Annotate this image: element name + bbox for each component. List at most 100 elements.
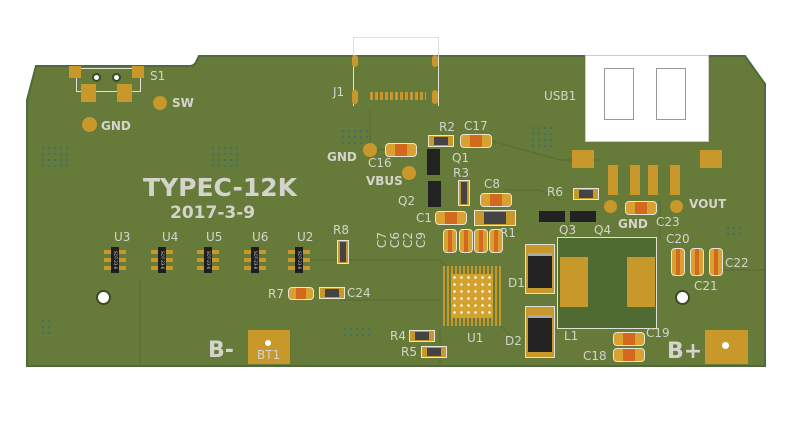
- label-gnd: GND: [618, 217, 648, 231]
- ic-u6: SOT-23-6: [244, 247, 266, 273]
- pad: [670, 165, 680, 195]
- label-c17: C17: [464, 119, 488, 133]
- capacitor-c16: [385, 143, 417, 157]
- diode-d2: [525, 306, 555, 358]
- capacitor-c18: [613, 348, 645, 362]
- resistor-r5: [421, 346, 447, 358]
- pad: [700, 150, 722, 168]
- label-u1: U1: [467, 331, 484, 345]
- pad: [432, 55, 438, 67]
- usb-c-pins: [370, 92, 426, 100]
- capacitor-c1: [435, 211, 467, 225]
- via-array: [725, 225, 745, 235]
- label-u3: U3: [114, 230, 131, 244]
- capacitor-c24: [319, 287, 345, 299]
- chip-marking: SOT-23-6: [295, 247, 303, 273]
- resistor-r8: [337, 240, 349, 264]
- label-c21: C21: [694, 279, 718, 293]
- pad: [81, 84, 96, 102]
- capacitor-c23: [625, 201, 657, 215]
- capacitor-c19: [613, 332, 645, 346]
- label-s1: S1: [150, 69, 166, 83]
- mounting-hole: [675, 290, 690, 305]
- label-vout: VOUT: [689, 197, 727, 211]
- label-c16: C16: [368, 156, 392, 170]
- board-date: 2017-3-9: [170, 203, 256, 223]
- test-pad-gnd: [363, 143, 377, 157]
- board-title: TYPEC-12K: [143, 173, 298, 202]
- resistor-r3: [458, 180, 470, 206]
- label-d2: D2: [505, 334, 522, 348]
- resistor-r1: [474, 210, 516, 226]
- transistor-q4: [570, 211, 596, 222]
- mounting-hole: [96, 290, 111, 305]
- label-r6: R6: [547, 185, 563, 199]
- switch-s1-outline: [76, 68, 141, 92]
- usb-c-connector-j1: [353, 37, 439, 106]
- label-c24: C24: [347, 286, 371, 300]
- pad: [630, 165, 640, 195]
- label-r4: R4: [390, 329, 406, 343]
- battery-pad-bt1: BT1: [248, 330, 290, 364]
- inductor-l1: [557, 237, 657, 329]
- label-c18: C18: [583, 349, 607, 363]
- label-sw: SW: [172, 96, 194, 110]
- resistor-r7: [288, 287, 314, 300]
- ic-u4: SOT-23-6: [151, 247, 173, 273]
- pad: [69, 66, 81, 78]
- chip-marking: SOT-23-6: [111, 247, 119, 273]
- label-bt1: BT1: [257, 348, 281, 362]
- pad: [432, 90, 438, 104]
- label-gnd: GND: [101, 119, 131, 133]
- chip-marking: SOT-23-6: [251, 247, 259, 273]
- label-r7: R7: [268, 287, 284, 301]
- label-u4: U4: [162, 230, 179, 244]
- pad: [572, 150, 594, 168]
- capacitor-c7: [443, 229, 457, 253]
- battery-pad-b-plus: [705, 330, 748, 364]
- label-q2: Q2: [398, 194, 416, 208]
- label-vbus: VBUS: [366, 174, 403, 188]
- test-pad-gnd: [82, 117, 97, 132]
- via-array: [210, 145, 238, 167]
- label-r2: R2: [439, 120, 455, 134]
- label-r5: R5: [401, 345, 417, 359]
- via-array: [40, 145, 68, 167]
- diode-d1: [525, 244, 555, 294]
- test-pad-vout: [670, 200, 683, 213]
- capacitor-c17: [460, 134, 492, 148]
- hole: [92, 73, 101, 82]
- resistor-r2: [428, 135, 454, 147]
- capacitor-c21: [690, 248, 704, 276]
- label-u5: U5: [206, 230, 223, 244]
- label-d1: D1: [508, 276, 525, 290]
- transistor-q1: [427, 149, 440, 175]
- label-q4: Q4: [594, 223, 612, 237]
- usb-a-connector-usb1: [585, 55, 709, 142]
- chip-marking: SOT-23-6: [204, 247, 212, 273]
- test-pad-sw: [153, 96, 167, 110]
- ic-u5: SOT-23-6: [197, 247, 219, 273]
- label-q1: Q1: [452, 151, 470, 165]
- ic-u1: [451, 274, 493, 318]
- label-c20: C20: [666, 232, 690, 246]
- pad: [352, 90, 358, 104]
- test-pad-vbus: [402, 166, 416, 180]
- capacitor-c9: [489, 229, 503, 253]
- pad: [608, 165, 618, 195]
- via-array: [530, 125, 552, 147]
- label-b-plus: B+: [667, 339, 703, 364]
- capacitor-c20: [671, 248, 685, 276]
- capacitor-c6: [459, 229, 473, 253]
- label-c2: C2: [401, 231, 415, 248]
- transistor-q3: [539, 211, 565, 222]
- pad: [648, 165, 658, 195]
- hole: [112, 73, 121, 82]
- via-array: [340, 128, 368, 144]
- capacitor-c22: [709, 248, 723, 276]
- transistor-q2: [428, 181, 441, 207]
- capacitor-c8: [480, 193, 512, 207]
- pad: [132, 66, 144, 78]
- label-c1: C1: [416, 211, 433, 225]
- label-l1: L1: [564, 329, 579, 343]
